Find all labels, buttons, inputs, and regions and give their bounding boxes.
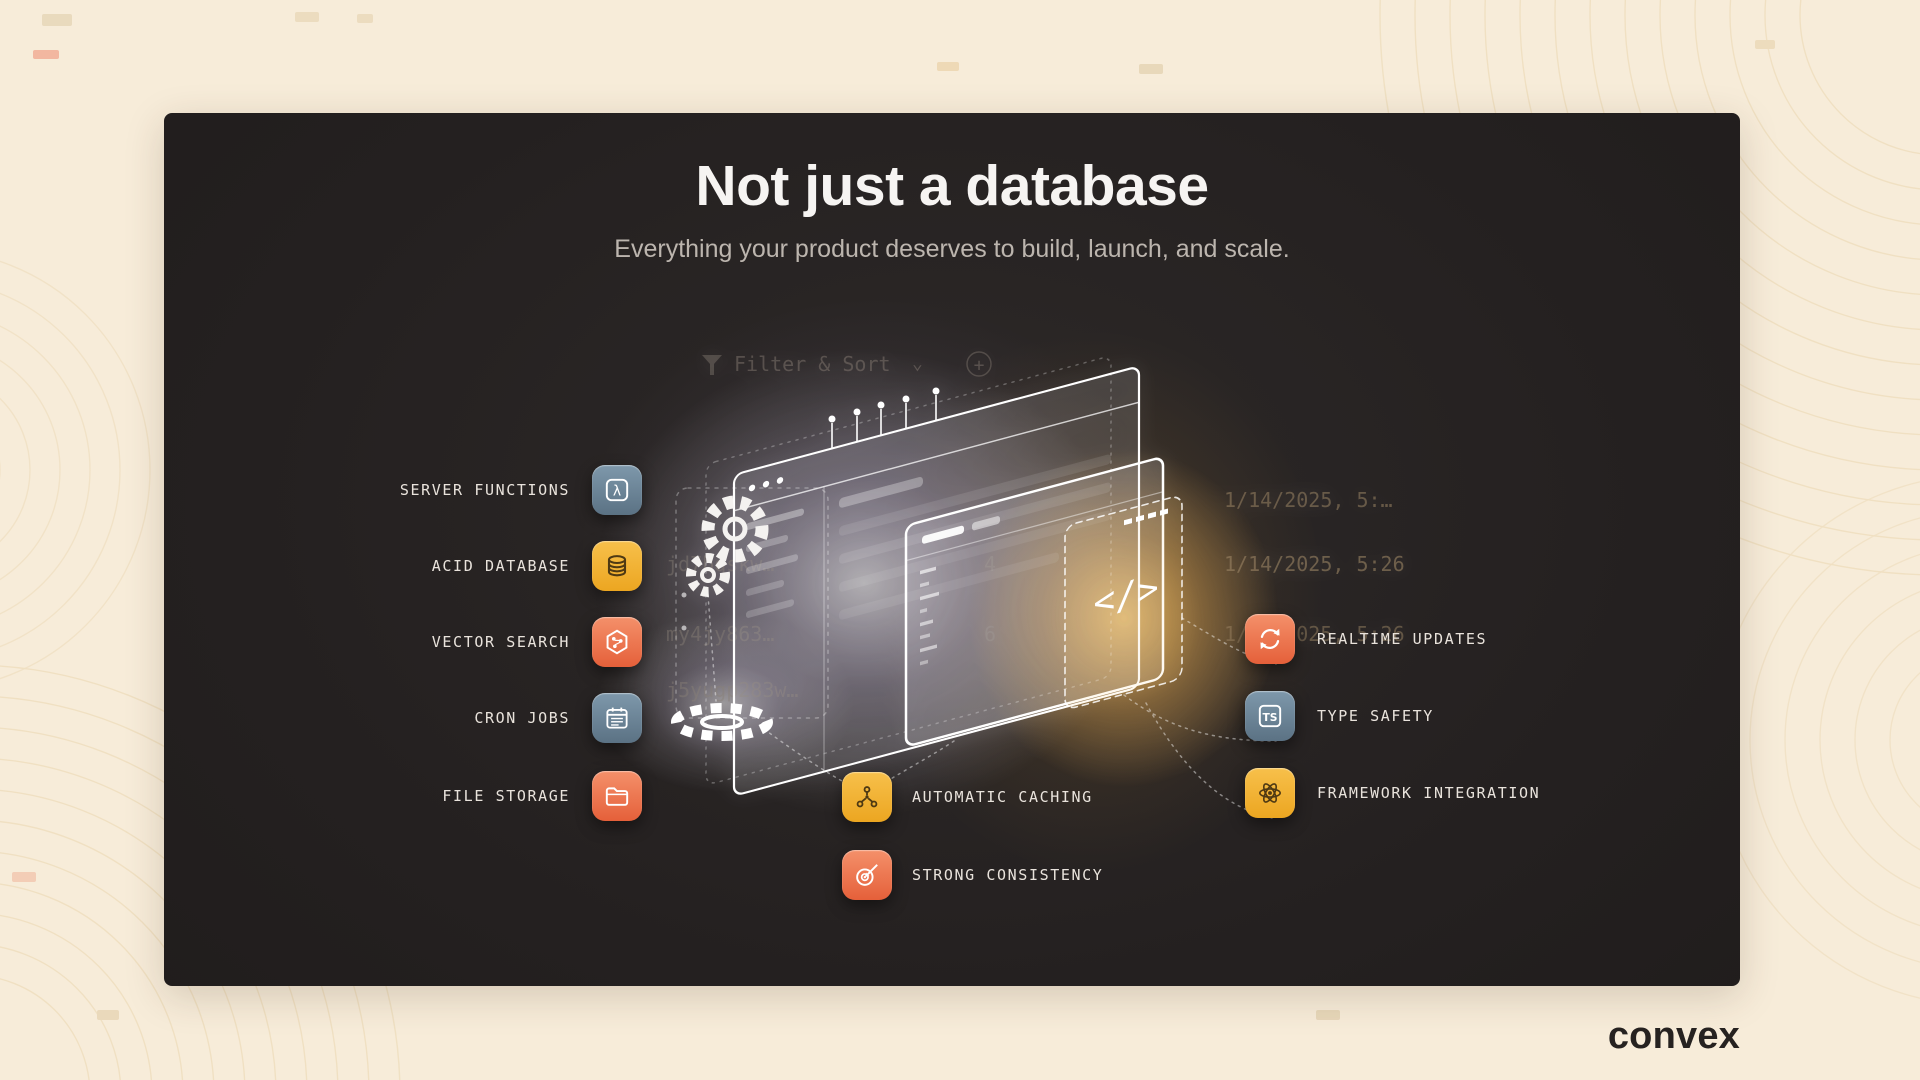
window-dot xyxy=(776,477,784,484)
feature-label: CRON JOBS xyxy=(474,709,570,727)
feature-automatic-caching: AUTOMATIC CACHING xyxy=(842,772,1093,822)
feature-cron-jobs: CRON JOBS xyxy=(474,693,642,743)
window-stack: </> xyxy=(705,357,1183,795)
feature-label: TYPE SAFETY xyxy=(1317,707,1434,725)
feature-label: FILE STORAGE xyxy=(442,787,570,805)
feature-label: STRONG CONSISTENCY xyxy=(912,866,1104,884)
decor-rect xyxy=(1755,40,1775,49)
feature-label: SERVER FUNCTIONS xyxy=(399,481,570,499)
sync-arrows-icon xyxy=(1245,614,1295,664)
feature-server-functions: SERVER FUNCTIONS λ xyxy=(400,465,642,515)
ts-glyph: TS xyxy=(1262,711,1277,724)
window-dot xyxy=(748,484,756,492)
table-cell-time: 1/14/2025, 5:26:06 PM xyxy=(1224,552,1404,576)
faint-toolbar: Filter & Sort ⌄ + xyxy=(702,351,992,377)
decor-rect xyxy=(1139,64,1163,74)
target-dart-icon xyxy=(842,850,892,900)
window-echo-frame xyxy=(705,357,1112,784)
table-cell-count: 4 xyxy=(984,552,996,576)
feature-vector-search: VECTOR SEARCH xyxy=(432,617,642,667)
decor-rect xyxy=(12,872,36,882)
flat-gear-icon xyxy=(671,703,773,741)
feature-strong-consistency: STRONG CONSISTENCY xyxy=(842,850,1103,900)
decor-rect xyxy=(33,50,59,59)
decor-rect xyxy=(97,1010,119,1020)
swirl-left-middle xyxy=(0,260,151,680)
feature-label: AUTOMATIC CACHING xyxy=(912,788,1093,806)
page-subtitle: Everything your product deserves to buil… xyxy=(614,235,1290,263)
decor-rect xyxy=(357,14,373,23)
page-title: Not just a database xyxy=(695,154,1209,218)
gear-icon-cluster xyxy=(671,495,773,741)
lambda-icon: λ xyxy=(592,465,642,515)
convex-logo: convex xyxy=(1607,1015,1740,1057)
table-cell-count: 6 xyxy=(984,622,996,646)
react-atom-icon xyxy=(1245,768,1295,818)
swirl-right-middle xyxy=(1714,481,1920,999)
feature-label: ACID DATABASE xyxy=(431,557,570,575)
swirl-top-right xyxy=(1379,0,1920,576)
funnel-icon xyxy=(702,355,722,375)
decor-rect xyxy=(295,12,319,22)
typescript-icon: TS xyxy=(1245,691,1295,741)
feature-label: FRAMEWORK INTEGRATION xyxy=(1317,784,1541,802)
slide-panel: Not just a database Everything your prod… xyxy=(164,113,1740,986)
cache-nodes-icon xyxy=(842,772,892,822)
feature-framework-integration: FRAMEWORK INTEGRATION xyxy=(1245,768,1540,818)
product-illustration: Filter & Sort ⌄ + 1/14/2025, 5:… jd7bqsk… xyxy=(594,348,1404,819)
glow-gears xyxy=(594,613,854,793)
decor-rect xyxy=(1316,1010,1340,1020)
database-icon xyxy=(592,541,642,591)
folder-icon xyxy=(592,771,642,821)
function-card-dashed: </> xyxy=(1064,496,1183,709)
antenna-dots xyxy=(828,387,940,448)
plus-glyph: + xyxy=(974,355,985,376)
gear-icon xyxy=(686,553,730,597)
feature-label: VECTOR SEARCH xyxy=(431,633,570,651)
vector-search-icon xyxy=(592,617,642,667)
faint-table: 1/14/2025, 5:… jd7bqskw… 4 1/14/2025, 5:… xyxy=(666,488,1404,702)
glow-warm xyxy=(969,448,1279,788)
add-circle-icon xyxy=(966,351,992,377)
chevron-down-icon: ⌄ xyxy=(912,353,923,374)
decor-rect xyxy=(937,62,959,71)
code-window-front xyxy=(904,457,1165,746)
feature-file-storage: FILE STORAGE xyxy=(442,771,642,821)
feature-type-safety: TS TYPE SAFETY xyxy=(1245,691,1434,741)
feature-label: REALTIME UPDATES xyxy=(1317,630,1488,648)
decor-rect xyxy=(42,14,72,26)
table-cell-time: 1/14/2025, 5:… xyxy=(1224,488,1393,512)
lambda-glyph: λ xyxy=(613,483,621,499)
feature-realtime-updates: REALTIME UPDATES xyxy=(1245,614,1487,664)
window-dot xyxy=(762,480,770,488)
feature-acid-database: ACID DATABASE xyxy=(432,541,642,591)
gear-icon xyxy=(701,495,769,563)
filter-sort-label: Filter & Sort xyxy=(734,352,891,376)
table-cell-id: j5yugp283w… xyxy=(666,678,798,702)
calendar-icon xyxy=(592,693,642,743)
